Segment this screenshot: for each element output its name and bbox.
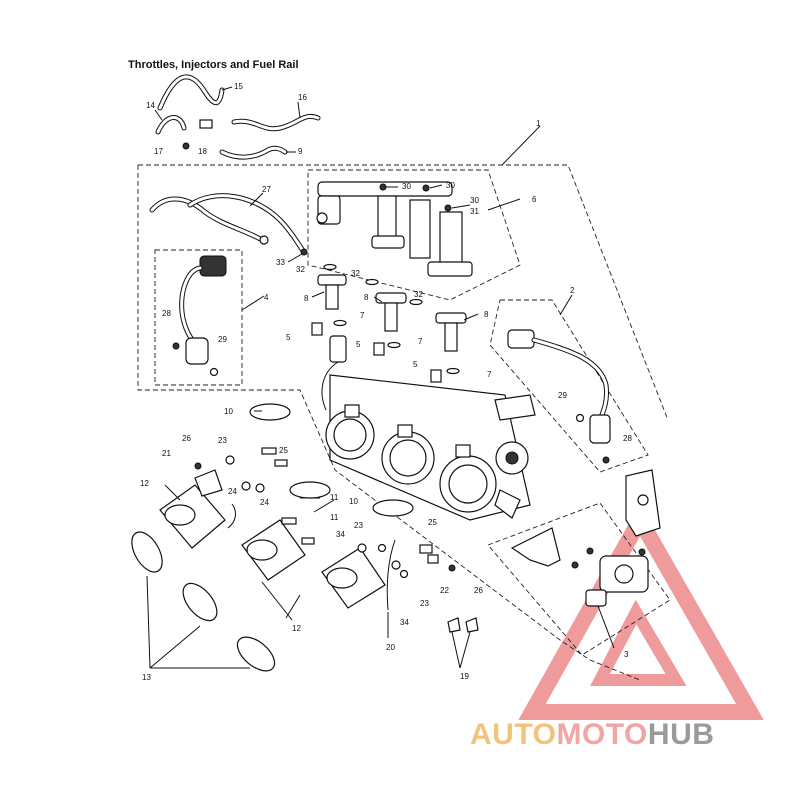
callout-34a: 34 (336, 530, 345, 539)
callout-13: 13 (142, 673, 151, 682)
callout-24b: 24 (260, 498, 269, 507)
callout-32c: 32 (414, 290, 423, 299)
callout-29a: 29 (218, 335, 227, 344)
callout-23c: 23 (420, 599, 429, 608)
callout-12a: 12 (140, 479, 149, 488)
callout-22: 22 (440, 586, 449, 595)
callout-23b: 23 (354, 521, 363, 530)
callout-20: 20 (386, 643, 395, 652)
callout-8c: 8 (484, 310, 489, 319)
callout-31: 31 (470, 207, 479, 216)
callout-15: 15 (234, 82, 243, 91)
callout-28a: 28 (162, 309, 171, 318)
callout-30c: 30 (470, 196, 479, 205)
callout-25b: 25 (428, 518, 437, 527)
callout-3: 3 (624, 650, 629, 659)
boundary-fuel-rail (307, 169, 521, 301)
callout-32b: 32 (351, 269, 360, 278)
sensor-harness-2 (507, 329, 611, 464)
vacuum-hoses-group (155, 74, 321, 160)
watermark-text-hub: HUB (647, 718, 715, 751)
intake-rubbers-12 (159, 484, 386, 609)
callout-5c: 5 (413, 360, 418, 369)
callout-16: 16 (298, 93, 307, 102)
fuel-injectors-8 (317, 274, 467, 352)
callout-19: 19 (460, 672, 469, 681)
callout-9: 9 (298, 147, 303, 156)
callout-29b: 29 (558, 391, 567, 400)
watermark-text-moto: MOTO (556, 718, 648, 751)
callout-26a: 26 (182, 434, 191, 443)
callout-12b: 12 (292, 624, 301, 633)
callout-7b: 7 (418, 337, 423, 346)
throttle-body-assembly (321, 335, 536, 521)
callout-4: 4 (264, 293, 269, 302)
breather-hose-27 (149, 193, 308, 256)
callout-5b: 5 (356, 340, 361, 349)
leader-1 (501, 125, 541, 166)
callout-2: 2 (570, 286, 575, 295)
callout-11b: 11 (330, 513, 339, 522)
callout-25a: 25 (279, 446, 288, 455)
fasteners-group (194, 447, 479, 633)
callout-10b: 10 (349, 497, 358, 506)
callout-33: 33 (276, 258, 285, 267)
callout-30b: 30 (446, 181, 455, 190)
part-number-labels: 1 2 3 4 5 5 5 6 7 7 7 8 8 8 9 10 10 11 1… (140, 82, 632, 682)
watermark-brand: AUTOMOTOHUB (470, 718, 714, 752)
watermark-triangle (518, 503, 764, 720)
callout-8a: 8 (304, 294, 309, 303)
fuel-rail-6 (316, 181, 473, 277)
callout-23a: 23 (218, 436, 227, 445)
hose-clamps-10 (249, 403, 414, 517)
callout-10a: 10 (224, 407, 233, 416)
callout-28b: 28 (623, 434, 632, 443)
callout-24a: 24 (228, 487, 237, 496)
injector-harness-4 (172, 255, 227, 377)
callout-6: 6 (532, 195, 537, 204)
assembly-boundary-1 (137, 164, 669, 681)
throttle-position-sensor (625, 469, 661, 537)
callout-7c: 7 (487, 370, 492, 379)
callout-7a: 7 (360, 311, 365, 320)
callout-11a: 11 (330, 493, 339, 502)
boundary-sensor-2 (489, 299, 649, 473)
o-rings-and-spacers (311, 263, 460, 383)
gaskets-13 (131, 531, 276, 672)
callout-21: 21 (162, 449, 171, 458)
callout-5a: 5 (286, 333, 291, 342)
callout-27: 27 (262, 185, 271, 194)
diagram-title: Throttles, Injectors and Fuel Rail (128, 59, 299, 71)
callout-18: 18 (198, 147, 207, 156)
callout-34b: 34 (400, 618, 409, 627)
leader-lines (146, 86, 615, 669)
callout-32a: 32 (296, 265, 305, 274)
boundary-injector-kit (154, 249, 243, 386)
callout-8b: 8 (364, 293, 369, 302)
callout-14: 14 (146, 101, 155, 110)
watermark-text-auto: AUTO (470, 718, 557, 751)
callout-17: 17 (154, 147, 163, 156)
idle-control-motor-3 (510, 527, 649, 607)
callout-1: 1 (536, 119, 541, 128)
callout-30a: 30 (402, 182, 411, 191)
callout-26b: 26 (474, 586, 483, 595)
